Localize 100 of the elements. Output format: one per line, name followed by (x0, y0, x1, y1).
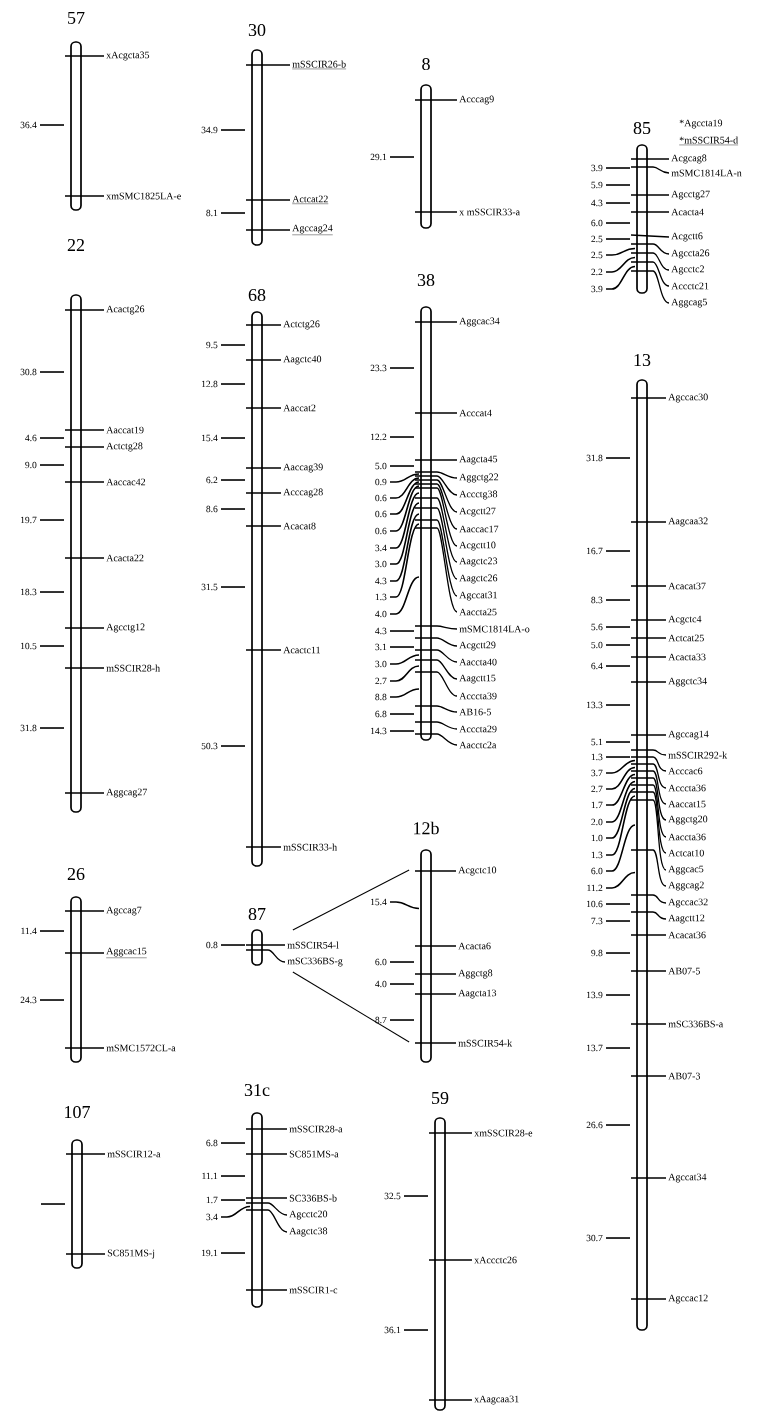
group-label: 107 (65, 1105, 90, 1119)
marker-label: Aagctt15 (459, 674, 496, 684)
marker-label: xAagcaa31 (474, 1395, 519, 1405)
marker-label: Aggcac34 (459, 317, 500, 327)
distance-label: 8.1 (206, 209, 218, 217)
marker-label: Agccat31 (459, 591, 497, 601)
marker-label: Aggcag2 (668, 881, 704, 891)
group-label: 57 (68, 12, 85, 24)
distance-label: 18.3 (21, 588, 37, 596)
distance-label: 6.4 (591, 662, 603, 670)
marker-label: Acactg26 (106, 305, 145, 315)
marker-label: mSSCIR12-a (107, 1150, 161, 1158)
distance-label: 2.2 (591, 268, 603, 276)
marker-label: Aaccta40 (459, 658, 497, 666)
distance-label: 4.6 (25, 434, 37, 442)
marker-label: xAccctc26 (474, 1256, 517, 1264)
distance-label: 0.9 (375, 478, 387, 486)
distance-label: 50.3 (201, 742, 218, 750)
marker-label: Accctg38 (459, 490, 498, 500)
marker-label: Agcctc2 (671, 265, 704, 275)
marker-label: Acccat4 (459, 409, 492, 417)
distance-label: 0.8 (206, 941, 218, 949)
distance-label: 8.6 (206, 505, 218, 513)
marker-label: Acacat8 (283, 522, 316, 530)
distance-label: 10.6 (587, 900, 603, 908)
marker-label: Aagctt12 (668, 914, 705, 924)
distance-label: 16.7 (587, 547, 603, 555)
marker-label: *Agccta19 (679, 119, 723, 129)
distance-label: 6.8 (375, 710, 387, 718)
group-label: 22 (67, 239, 84, 251)
distance-label: 11.1 (202, 1172, 218, 1180)
marker-label: Aagcaa32 (668, 517, 708, 527)
distance-label: 6.8 (206, 1139, 218, 1147)
distance-label: 3.0 (375, 560, 387, 568)
marker-label: Actcat22 (292, 195, 329, 204)
marker-label: Acactc11 (283, 646, 320, 654)
distance-label: 5.9 (591, 181, 603, 189)
marker-label: Acgcag8 (671, 154, 707, 164)
marker-label: AB07-3 (668, 1072, 701, 1080)
distance-label: 9.0 (25, 461, 37, 469)
marker-label: *mSSCIR54-d (679, 136, 739, 146)
distance-label: 3.4 (206, 1213, 218, 1221)
marker-label: Agccac32 (668, 898, 708, 908)
marker-label: Agccac30 (668, 393, 708, 403)
marker-label: Aagctc26 (459, 574, 498, 584)
distance-label: 3.4 (375, 544, 387, 552)
marker-label: mSC336BS-g (287, 957, 343, 967)
marker-label: mSSCIR292-k (668, 751, 728, 759)
group-label: 85 (633, 121, 651, 135)
distance-label: 23.3 (370, 364, 387, 372)
distance-label: 4.3 (375, 577, 387, 585)
marker-label: Agccag14 (668, 730, 709, 740)
distance-label: 31.5 (201, 583, 218, 591)
distance-label: 4.3 (375, 627, 387, 635)
distance-label: 0.6 (375, 510, 387, 518)
distance-label: 12.2 (371, 433, 387, 441)
distance-label: 36.1 (384, 1326, 401, 1334)
connector-line (292, 869, 410, 931)
marker-label: AB16-5 (459, 708, 492, 716)
distance-label: 7.3 (591, 917, 603, 925)
marker-label: xmSSCIR28-e (474, 1129, 533, 1137)
distance-label: 1.7 (206, 1196, 218, 1204)
distance-label: 4.0 (375, 980, 387, 988)
marker-label: Aggctc34 (668, 677, 707, 687)
group-label: 68 (248, 288, 266, 302)
marker-label: Aaccac42 (106, 478, 146, 486)
distance-label: 3.9 (591, 285, 603, 293)
marker-label: mSSCIR54-k (458, 1039, 513, 1047)
distance-label: 26.6 (586, 1121, 603, 1129)
distance-label: 2.7 (375, 677, 387, 685)
marker-label: Acgctt27 (459, 507, 496, 517)
distance-label: 1.3 (591, 851, 603, 859)
distance-label: 5.0 (375, 462, 387, 470)
distance-label: 24.3 (20, 996, 37, 1004)
marker-label: Aagctc40 (283, 355, 322, 365)
distance-label: 1.7 (591, 801, 603, 809)
distance-label: 3.7 (591, 769, 603, 777)
distance-label: 30.7 (586, 1234, 603, 1242)
distance-label: 29.1 (370, 153, 387, 161)
marker-label: mSSCIR26-b (292, 60, 347, 70)
marker-label: Actctg28 (106, 442, 143, 452)
distance-label: 2.5 (591, 251, 603, 259)
marker-label: mSSCIR28-a (289, 1125, 343, 1133)
marker-label: mSSCIR54-l (287, 941, 339, 949)
marker-label: Acacta22 (106, 554, 144, 562)
distance-label: 13.9 (587, 991, 603, 999)
marker-label: Aggctg20 (668, 815, 708, 825)
marker-label: Aggctg22 (459, 473, 499, 483)
group-label: 38 (417, 273, 435, 287)
marker-label: Acgctc4 (668, 615, 702, 625)
distance-label: 5.1 (591, 738, 603, 746)
marker-label: mSSCIR33-h (283, 843, 337, 851)
marker-label: Acacta6 (458, 942, 491, 950)
marker-label: AB07-5 (668, 967, 701, 975)
distance-label: 19.1 (202, 1249, 218, 1257)
distance-label: 10.5 (21, 642, 37, 650)
marker-label: Acgctc10 (458, 866, 497, 876)
distance-label: 2.5 (591, 235, 603, 243)
marker-label: Agccat34 (668, 1173, 707, 1183)
distance-label: 13.7 (587, 1044, 603, 1052)
